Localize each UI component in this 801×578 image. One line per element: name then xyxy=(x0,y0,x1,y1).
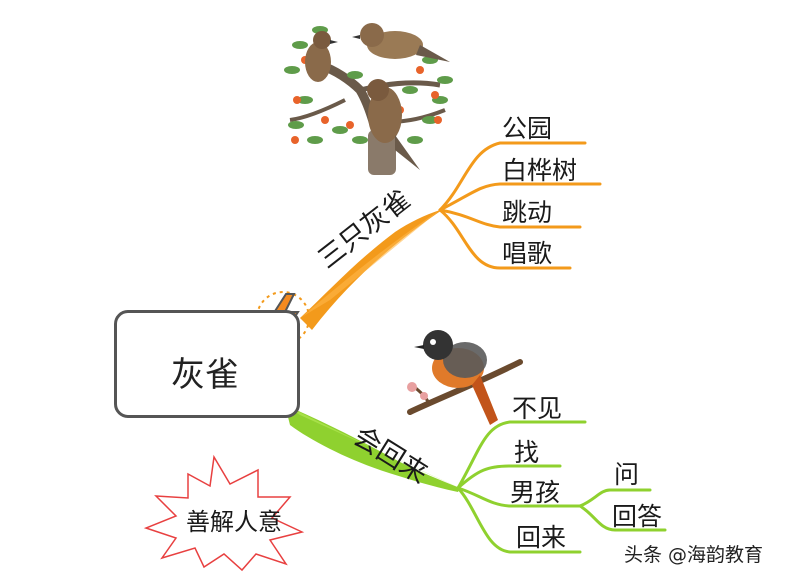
branch-green-children xyxy=(456,420,667,554)
green-child-3[interactable]: 男孩 xyxy=(510,478,561,507)
orange-child-2[interactable]: 白桦树 xyxy=(502,156,578,185)
branch-orange-children xyxy=(438,141,602,270)
green-child-2[interactable]: 找 xyxy=(514,438,540,467)
sparrows-on-tree-illustration xyxy=(284,23,453,175)
central-topic-box[interactable] xyxy=(114,310,300,418)
redstart-bird-illustration xyxy=(407,330,523,425)
green-sub-child-1[interactable]: 问 xyxy=(614,460,640,489)
central-topic-label: 灰雀 xyxy=(171,355,239,395)
orange-child-3[interactable]: 跳动 xyxy=(502,198,553,227)
branch-orange-trunk-highlight xyxy=(300,210,440,318)
green-sub-child-2[interactable]: 回答 xyxy=(612,502,663,531)
orange-child-4[interactable]: 唱歌 xyxy=(502,239,553,268)
callout-label: 善解人意 xyxy=(186,508,282,536)
starburst-callout xyxy=(143,454,305,572)
watermark: 头条 @海韵教育 xyxy=(624,544,764,566)
green-child-1[interactable]: 不见 xyxy=(512,394,563,423)
green-child-4[interactable]: 回来 xyxy=(516,523,567,552)
branch-orange-trunk xyxy=(300,208,445,330)
orange-child-1[interactable]: 公园 xyxy=(502,114,553,143)
